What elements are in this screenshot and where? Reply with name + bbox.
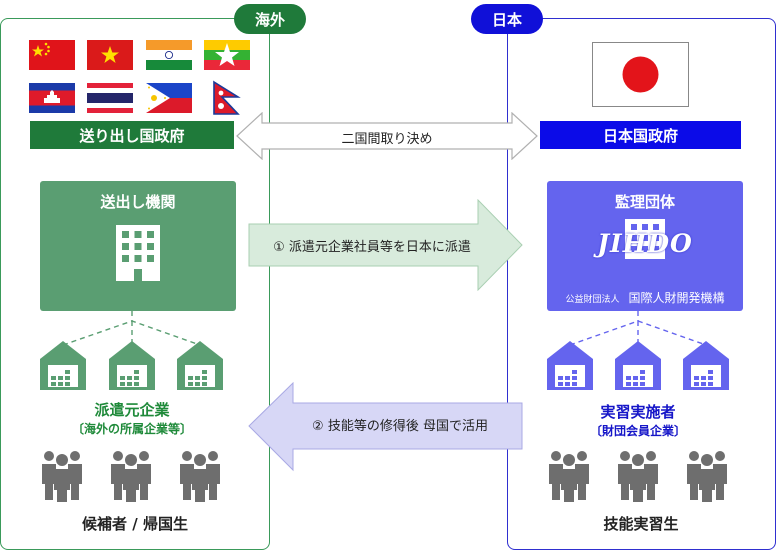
overseas-panel xyxy=(0,18,270,550)
people-group-left xyxy=(42,451,220,502)
agreement-double-arrow xyxy=(236,112,538,160)
myanmar-flag xyxy=(204,40,250,70)
supervising-org-title: 監理団体 xyxy=(614,193,675,211)
dispatch-arrow xyxy=(248,199,523,291)
overseas-label: 海外 xyxy=(234,4,306,34)
jihdo-logo: JIHDO xyxy=(597,229,693,258)
cambodia-flag xyxy=(29,83,75,113)
philippines-flag xyxy=(146,83,192,113)
implementing-org-title: 実習実施者 xyxy=(600,403,676,421)
agreement-label: 二国間取り決め xyxy=(341,131,433,147)
implementing-org-sub: 〔財団会員企業〕 xyxy=(589,424,686,438)
jihdo-prefix: 公益財団法人 xyxy=(565,295,620,305)
japan-flag xyxy=(592,42,689,107)
factory-icon xyxy=(683,341,729,390)
building-icon xyxy=(625,219,665,259)
sending-agency-title: 送出し機関 xyxy=(100,193,176,211)
people-group-right xyxy=(549,451,727,502)
supervising-org-box: 監理団体 JIHDO 公益財団法人 国際人財開発機構 xyxy=(547,181,743,311)
jihdo-name: 国際人財開発機構 xyxy=(628,291,725,305)
factory-icon xyxy=(109,341,155,390)
sending-government-label: 送り出し国政府 xyxy=(30,121,234,149)
nepal-flag xyxy=(213,80,241,115)
vietnam-flag xyxy=(87,40,133,70)
sending-agency-box: 送出し機関 xyxy=(40,181,236,311)
china-flag xyxy=(29,40,75,70)
japan-panel xyxy=(507,18,776,550)
return-label: ② 技能等の修得後 母国で活用 xyxy=(312,418,488,434)
candidates-returnees-label: 候補者 / 帰国生 xyxy=(82,515,188,533)
dispatching-company-sub: 〔海外の所属企業等〕 xyxy=(71,422,192,436)
technical-trainees-label: 技能実習生 xyxy=(603,515,679,533)
factory-icon xyxy=(177,341,223,390)
japan-label: 日本 xyxy=(471,4,543,34)
jihdo-full-name: 公益財団法人 国際人財開発機構 xyxy=(547,287,743,306)
thailand-flag xyxy=(87,83,133,113)
japan-government-label: 日本国政府 xyxy=(540,121,741,149)
dispatch-label: ① 派遣元企業社員等を日本に派遣 xyxy=(273,239,471,255)
factory-icon xyxy=(615,341,661,390)
factory-icon xyxy=(40,341,86,390)
factory-icon xyxy=(547,341,593,390)
return-arrow xyxy=(248,382,523,472)
building-icon xyxy=(116,225,160,281)
india-flag xyxy=(146,40,192,70)
dispatching-company-title: 派遣元企業 xyxy=(94,401,170,419)
